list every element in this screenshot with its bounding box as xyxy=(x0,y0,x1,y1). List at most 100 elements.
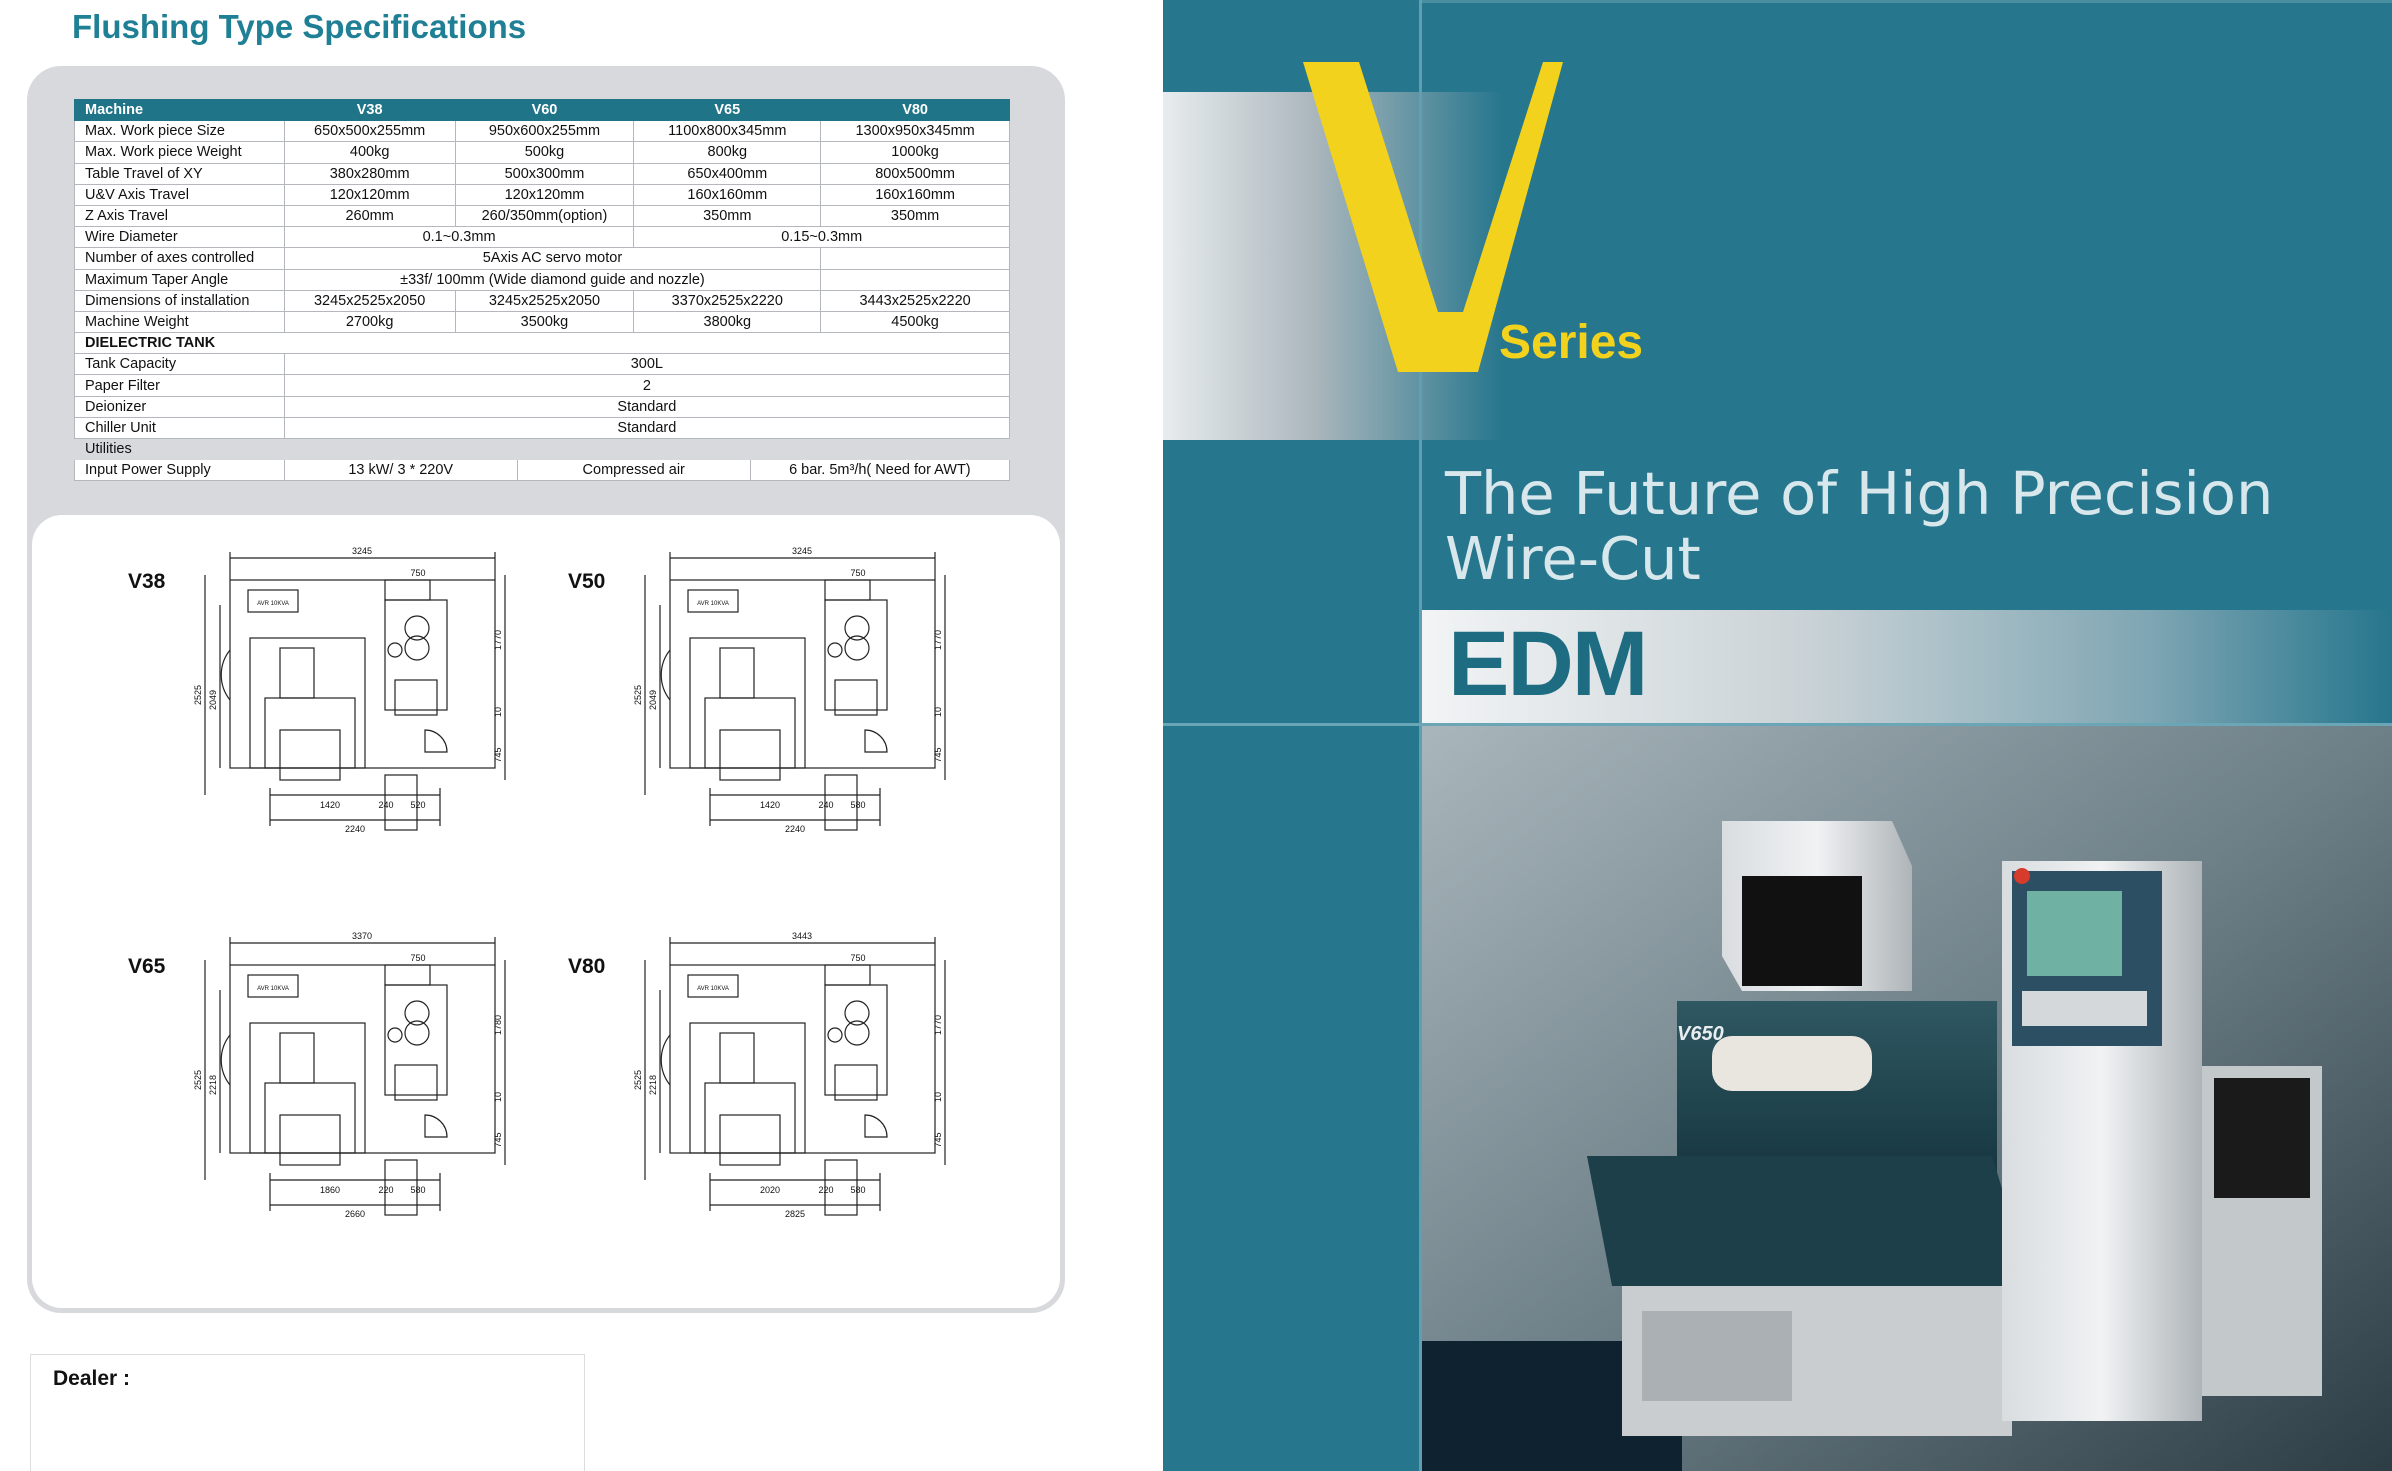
row-label: U&V Axis Travel xyxy=(74,183,285,206)
row-label: Wire Diameter xyxy=(74,226,285,249)
tagline-line-1: The Future of High Precision xyxy=(1445,459,2274,528)
table-row: Max. Work piece Weight 400kg 500kg 800kg… xyxy=(74,141,1010,164)
dim-label-inner-top: 750 xyxy=(850,568,865,578)
chiller-box xyxy=(384,774,418,831)
table-cell: 380x280mm xyxy=(283,162,456,185)
spec-table: Machine V38 V60 V65 V80 Max. Work piece … xyxy=(74,98,1011,482)
column-block xyxy=(704,1082,796,1154)
header-cell: V65 xyxy=(633,98,822,122)
table-cell: 1100x800x345mm xyxy=(633,120,822,143)
section-title: Flushing Type Specifications xyxy=(72,8,527,45)
dim-label-side3: 745 xyxy=(493,1132,503,1147)
row-label: Z Axis Travel xyxy=(74,204,285,228)
table-cell: 650x500x255mm xyxy=(283,120,456,143)
table-cell: 120x120mm xyxy=(454,183,635,206)
tank-box xyxy=(394,1064,438,1101)
drawings-panel xyxy=(32,515,1060,1308)
table-row: Wire Diameter 0.1~0.3mm 0.15~0.3mm xyxy=(74,226,1010,249)
machine-photo xyxy=(1422,726,2392,1471)
chiller-box xyxy=(384,1159,418,1216)
table-section-row: Utilities xyxy=(74,437,1010,461)
tank-window xyxy=(1712,1036,1872,1091)
header-cell: V80 xyxy=(820,98,1010,122)
table-cell: 500kg xyxy=(454,141,635,164)
dim-label-top: 3245 xyxy=(792,546,812,556)
table-cell: ±33f/ 100mm (Wide diamond guide and nozz… xyxy=(283,268,822,291)
table-cell: 3443x2525x2220 xyxy=(820,289,1010,312)
filter-circle xyxy=(404,635,430,661)
tagline: The Future of High Precision Wire-Cut xyxy=(1445,459,2345,592)
dim-label-left: 2525 xyxy=(633,1070,643,1090)
dim-label-side2: 10 xyxy=(933,707,943,717)
machine-body xyxy=(689,1022,806,1154)
row-label: Dimensions of installation xyxy=(74,289,285,312)
machine-base-top xyxy=(1587,1156,2032,1286)
v-logo: V xyxy=(1303,62,1563,372)
table-cell: 500x300mm xyxy=(454,162,635,185)
table-cell: Standard xyxy=(283,416,1011,440)
dim-label-side2: 10 xyxy=(493,707,503,717)
avr-label: AVR 10KVA xyxy=(697,601,729,607)
table-cell: 350mm xyxy=(633,204,822,228)
dim-label-left2: 2049 xyxy=(208,690,218,710)
table-row: Table Travel of XY 380x280mm 500x300mm 6… xyxy=(74,162,1010,185)
cover-page: V Series The Future of High Precision Wi… xyxy=(1163,0,2392,1471)
air-spec-cell: 6 bar. 5m³/h( Need for AWT) xyxy=(789,462,971,479)
table-cell: 120x120mm xyxy=(283,183,456,206)
dim-label-side2: 10 xyxy=(933,1092,943,1102)
table-block xyxy=(279,729,341,781)
door-swing xyxy=(864,729,888,753)
dim-label-left: 2525 xyxy=(193,685,203,705)
dim-label-bottom-a: 2020 xyxy=(760,1185,780,1195)
head-window xyxy=(1742,876,1862,986)
filter-circle xyxy=(844,635,870,661)
cabinet-top xyxy=(824,579,871,601)
divider-vertical xyxy=(1419,0,1422,1471)
header-cell: V60 xyxy=(454,98,635,122)
table-row: Max. Work piece Size 650x500x255mm 950x6… xyxy=(74,120,1010,143)
row-label: Maximum Taper Angle xyxy=(74,268,285,291)
table-cell: 800kg xyxy=(633,141,822,164)
avr-label: AVR 10KVA xyxy=(257,986,289,992)
table-cell: 300L xyxy=(283,353,1011,376)
table-row: Chiller Unit Standard xyxy=(74,416,1011,440)
table-cell: 2700kg xyxy=(283,310,456,334)
divider-top xyxy=(1422,0,2392,3)
avr-label: AVR 10KVA xyxy=(257,601,289,607)
dim-label-bottom-a: 1420 xyxy=(760,800,780,810)
table-row: Tank Capacity 300L xyxy=(74,353,1011,376)
spec-table-wrap: Machine V38 V60 V65 V80 Max. Work piece … xyxy=(74,98,1011,482)
dim-label-bottom-a: 1420 xyxy=(320,800,340,810)
dim-label-side: 1780 xyxy=(493,1015,503,1035)
table-cell: 0.15~0.3mm xyxy=(633,226,1010,249)
table-cell: 160x160mm xyxy=(820,183,1010,206)
dim-label-left2: 2218 xyxy=(208,1075,218,1095)
table-cell: 260/350mm(option) xyxy=(454,204,635,228)
table-cell: Standard xyxy=(283,395,1011,418)
table-row: Machine Weight 2700kg 3500kg 3800kg 4500… xyxy=(74,310,1010,334)
edm-band xyxy=(1422,610,2392,723)
head-block xyxy=(719,1032,755,1084)
machine-body xyxy=(249,637,366,769)
power-cell: 13 kW/ 3 * 220V xyxy=(285,460,518,480)
door-swing xyxy=(424,1114,448,1138)
cabinet-top xyxy=(384,579,431,601)
table-cell: 950x600x255mm xyxy=(454,120,635,143)
dim-label-left: 2525 xyxy=(193,1070,203,1090)
control-screen xyxy=(2027,891,2122,976)
cabinet-top xyxy=(384,964,431,986)
dim-label-bottom-total: 2825 xyxy=(785,1209,805,1219)
drawing-label: V80 xyxy=(568,955,606,978)
table-cell: 3370x2525x2220 xyxy=(633,289,822,312)
row-label: Table Travel of XY xyxy=(74,162,285,185)
machine-outline xyxy=(229,964,496,1154)
table-cell: 400kg xyxy=(283,141,456,164)
chiller-box xyxy=(824,774,858,831)
v-shape xyxy=(1303,62,1563,372)
dim-label-bottom-b: 240 xyxy=(378,800,393,810)
table-cell xyxy=(820,247,1010,270)
